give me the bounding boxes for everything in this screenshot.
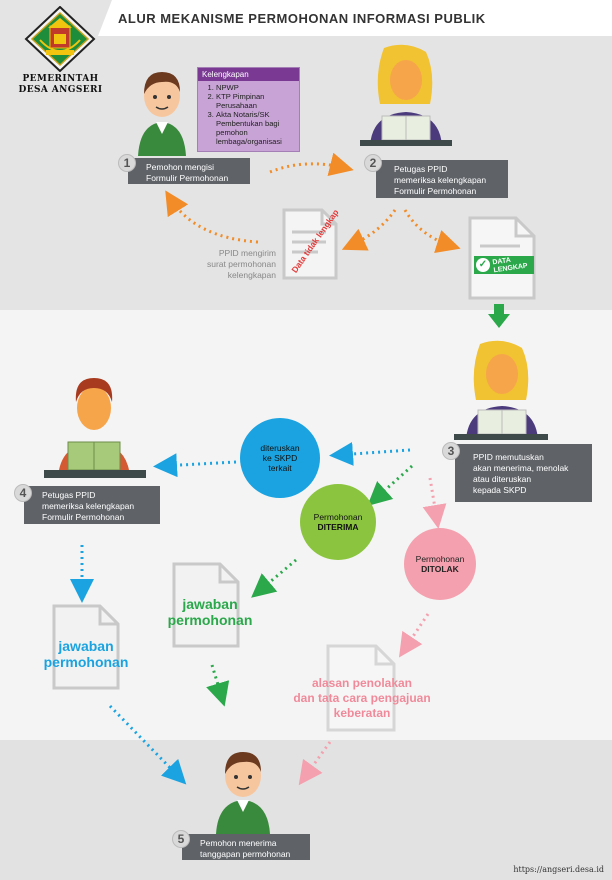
step-1-line-2: Formulir Permohonan xyxy=(146,173,229,183)
arrow-incomplete-to-1 xyxy=(165,190,259,244)
step-2-number: 2 xyxy=(364,154,382,172)
government-name: PEMERINTAH DESA ANGSERI xyxy=(8,74,113,96)
rejection-line-1: alasan penolakan xyxy=(311,676,413,690)
ppid-officer-male-icon xyxy=(44,378,146,478)
arrow-3-to-rejected xyxy=(422,477,447,529)
step-5-line-1: Pemohon menerima xyxy=(200,838,277,848)
step-4-line-2: memeriksa kelengkapan xyxy=(42,501,135,511)
step-4-line-3: Formulir Permohonan xyxy=(42,512,125,522)
step-2-label: Petugas PPID memeriksa kelengkapan Formu… xyxy=(376,160,508,198)
forwarded-circle: diteruskan ke SKPD terkait xyxy=(240,418,320,498)
requirements-box: Kelengkapan NPWP KTP Pimpinan Perusahaan… xyxy=(197,67,300,152)
step-2-line-2: memeriksa kelengkapan xyxy=(394,175,487,185)
step-1-label: Pemohon mengisi Formulir Permohonan xyxy=(128,158,250,184)
step-2-line-1: Petugas PPID xyxy=(394,164,448,174)
step-3-number: 3 xyxy=(442,442,460,460)
step-3-line-2: akan menerima, menolak xyxy=(473,463,569,473)
complete-badge: ✓ DATA LENGKAP xyxy=(474,256,534,274)
forwarded-line-1: diteruskan xyxy=(260,443,300,453)
rejected-line-1: Permohonan xyxy=(415,554,465,564)
arrow-rejection-to-5 xyxy=(298,741,332,786)
arrow-blue-doc-to-5 xyxy=(108,704,187,785)
step-5-number: 5 xyxy=(172,830,190,848)
incomplete-document-icon xyxy=(282,208,338,280)
arrow-green-doc-to-5 xyxy=(206,664,230,707)
step-3-line-4: kepada SKPD xyxy=(473,485,527,495)
rejected-circle: Permohonan DITOLAK xyxy=(404,528,476,600)
applicant-person-icon xyxy=(138,72,186,156)
green-response-line-2: permohonan xyxy=(167,612,253,628)
arrow-accepted-to-doc xyxy=(251,558,297,598)
rejection-line-3: keberatan xyxy=(333,706,391,720)
step-3-line-3: atau diteruskan xyxy=(473,474,532,484)
government-line-1: PEMERINTAH xyxy=(22,74,99,84)
website-url[interactable]: https://angseri.desa.id xyxy=(513,865,604,874)
forwarded-line-3: terkait xyxy=(268,463,292,473)
accepted-line-1: Permohonan xyxy=(313,512,363,522)
incomplete-note: PPID mengirim surat permohonan kelengkap… xyxy=(176,248,276,281)
green-response-line-1: jawaban xyxy=(182,596,238,612)
green-response-text: jawaban permohonan xyxy=(150,596,270,628)
step-5-line-2: tanggapan permohonan xyxy=(200,849,291,859)
requirement-item: KTP Pimpinan Perusahaan xyxy=(216,92,296,110)
page-title: ALUR MEKANISME PERMOHONAN INFORMASI PUBL… xyxy=(118,11,486,26)
arrow-2-to-incomplete xyxy=(341,209,397,251)
requirements-heading: Kelengkapan xyxy=(198,68,299,81)
step-3-label: PPID memutuskan akan menerima, menolak a… xyxy=(455,444,592,502)
arrow-rejected-to-doc xyxy=(399,613,430,658)
step-1-number: 1 xyxy=(118,154,136,172)
arrow-3-to-forward xyxy=(329,441,411,466)
complete-badge-text: DATA LENGKAP xyxy=(492,255,528,276)
blue-response-line-1: jawaban xyxy=(58,638,114,654)
government-line-2: DESA ANGSERI xyxy=(18,85,103,95)
blue-response-document-icon xyxy=(52,604,120,690)
arrow-1-to-2 xyxy=(269,152,354,177)
accepted-line-2: DITERIMA xyxy=(317,522,359,532)
arrow-forward-to-4 xyxy=(153,453,237,478)
requirement-item: NPWP xyxy=(216,83,296,92)
rejection-text: alasan penolakan dan tata cara pengajuan… xyxy=(266,676,458,721)
step-2-line-3: Formulir Permohonan xyxy=(394,186,477,196)
incomplete-line-2: surat permohonan xyxy=(207,259,276,269)
check-icon: ✓ xyxy=(476,258,490,272)
title-bar xyxy=(98,0,612,36)
incomplete-line-3: kelengkapan xyxy=(227,270,276,280)
step-5-label: Pemohon menerima tanggapan permohonan xyxy=(182,834,310,860)
step-3-line-1: PPID memutuskan xyxy=(473,452,544,462)
rejection-document-icon xyxy=(326,644,396,732)
requirement-item: Akta Notaris/SK Pembentukan bagi pemohon… xyxy=(216,110,296,146)
rejection-line-2: dan tata cara pengajuan xyxy=(293,691,431,705)
step-1-line-1: Pemohon mengisi xyxy=(146,162,215,172)
accepted-circle: Permohonan DITERIMA xyxy=(300,484,376,560)
forwarded-line-2: ke SKPD xyxy=(262,453,298,463)
ppid-officer-female-icon xyxy=(360,44,452,146)
step-4-label: Petugas PPID memeriksa kelengkapan Formu… xyxy=(24,486,160,524)
step-4-number: 4 xyxy=(14,484,32,502)
arrow-3-to-accepted xyxy=(367,464,414,507)
ppid-decision-female-icon xyxy=(454,340,548,440)
arrow-2-to-complete xyxy=(403,209,461,253)
down-arrow-green xyxy=(488,304,510,328)
incomplete-line-1: PPID mengirim xyxy=(218,248,276,258)
rejected-line-2: DITOLAK xyxy=(421,564,459,574)
government-logo xyxy=(24,6,96,72)
applicant-receiver-icon xyxy=(216,752,270,834)
blue-response-line-2: permohonan xyxy=(43,654,129,670)
step-4-line-1: Petugas PPID xyxy=(42,490,96,500)
blue-response-text: jawaban permohonan xyxy=(28,638,144,670)
green-response-document-icon xyxy=(172,562,240,648)
